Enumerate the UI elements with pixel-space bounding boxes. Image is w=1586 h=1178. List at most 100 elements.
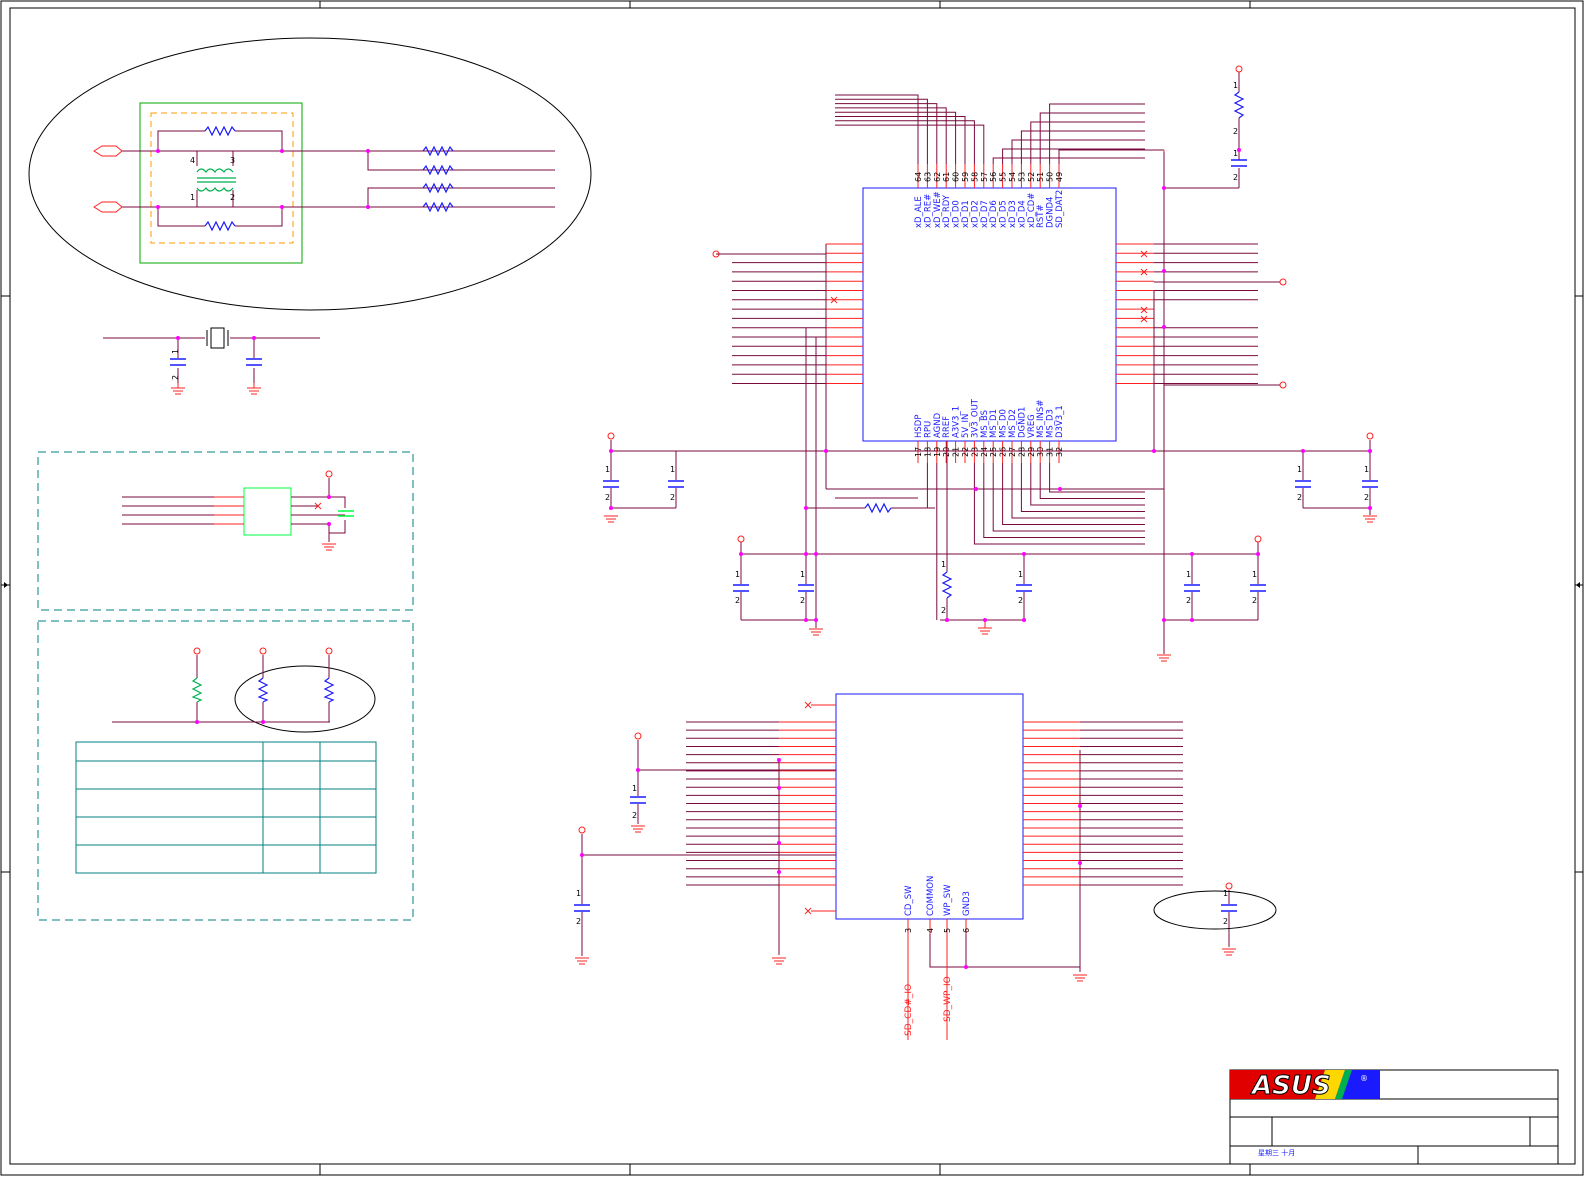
ic-bottom-pin-number: 17 <box>914 447 923 457</box>
ic-top-pin-number: 54 <box>1008 172 1017 182</box>
ic-top-bus-wire <box>835 98 928 164</box>
svg-text:1: 1 <box>1223 889 1228 898</box>
ic-top-pin-number: 59 <box>961 172 970 182</box>
svg-text:1: 1 <box>670 465 675 474</box>
decoupling-caps <box>603 159 1378 592</box>
ic-bottom-pin-name: VREG <box>1027 414 1037 438</box>
ic-top-bus-wire <box>835 116 966 164</box>
eeprom-chip <box>243 487 292 536</box>
ic-bottom-pin-number: 22 <box>961 447 970 457</box>
ic-bottom-pin-name: DGND1 <box>1017 407 1027 438</box>
zone-arrow-left <box>4 582 8 588</box>
note-ellipse-small <box>1153 890 1277 930</box>
net-label-sd-cd: SD_CD#_IO <box>904 984 914 1036</box>
ic-top-pin-number: 55 <box>999 172 1008 182</box>
note-ellipse <box>28 37 592 311</box>
ic-bottom-pin-number: 32 <box>1055 447 1064 457</box>
ic-bottom-pin-name: D3V3_1 <box>1055 405 1065 438</box>
ic-bottom-pin-number: 18 <box>923 447 932 457</box>
svg-text:2: 2 <box>800 596 805 605</box>
ic-top-pin-name: xD_D0 <box>952 200 962 228</box>
ic-top-pin-name: DGND4 <box>1046 197 1056 228</box>
controller-power-network <box>610 72 1371 654</box>
ic-bottom-bus-wire <box>1011 463 1145 519</box>
ic-bottom-bus-wire <box>891 463 928 509</box>
ic-top-pin-name: xD_D5 <box>999 200 1009 228</box>
ic-bottom-pin-number: 30 <box>1036 447 1045 457</box>
ic-top-pin-name: xD_D6 <box>989 200 999 228</box>
svg-text:2: 2 <box>1252 596 1257 605</box>
choke-outline-box <box>139 102 303 264</box>
junction-dots <box>609 148 1372 622</box>
svg-text:1: 1 <box>1364 465 1369 474</box>
svg-text:2: 2 <box>1186 596 1191 605</box>
card-reader-controller: 64xD_ALE63xD_RE#62xD_WE#61xD_RDY60xD_D05… <box>732 94 1258 620</box>
ic-top-bus-wire <box>992 157 1145 164</box>
ic-top-pin-number: 64 <box>914 172 923 182</box>
svg-text:2: 2 <box>670 493 675 502</box>
ic-top-pin-number: 51 <box>1036 172 1045 182</box>
svg-text:1: 1 <box>735 570 740 579</box>
ic-top-pin-name: xD_CD# <box>1027 193 1037 228</box>
ic-top-pin-name: xD_RDY <box>942 194 952 228</box>
svg-text:1: 1 <box>1297 465 1302 474</box>
title-block: ASUS ® 星期三 十月 <box>1229 1069 1559 1165</box>
svg-text:1: 1 <box>1186 570 1191 579</box>
ic-bottom-pin-name: MS_D0 <box>999 409 1009 438</box>
ic-top-pin-number: 56 <box>989 172 998 182</box>
ic-top-pin-name: RST# <box>1036 204 1046 228</box>
ic-top-bus-wire <box>835 120 975 164</box>
asus-logo: ASUS ® <box>1230 1070 1380 1102</box>
svg-text:2: 2 <box>171 375 180 380</box>
net-label-sd-wp: SD_WP_IO <box>943 976 953 1022</box>
svg-text:1: 1 <box>1018 570 1023 579</box>
ic-top-pin-name: SD_DAT2 <box>1055 190 1065 228</box>
svg-text:1: 1 <box>576 889 581 898</box>
svg-text:1: 1 <box>1233 149 1238 158</box>
svg-text:2: 2 <box>735 596 740 605</box>
eeprom-option-box <box>37 451 414 611</box>
svg-text:2: 2 <box>1018 596 1023 605</box>
ic-top-bus-wire <box>1030 121 1145 164</box>
svg-text:2: 2 <box>1233 173 1238 182</box>
svg-text:1: 1 <box>941 560 946 569</box>
ic-body <box>862 187 1117 442</box>
ic-bottom-pin-number: 27 <box>1008 447 1017 457</box>
ic-top-bus-wire <box>835 94 919 164</box>
logo-text: ASUS <box>1250 1071 1331 1101</box>
socket-pin-name: WP_SW <box>943 884 953 916</box>
ic-bottom-pin-number: 19 <box>933 447 942 457</box>
ic-bottom-pin-name: HSDP <box>914 415 924 438</box>
ic-bottom-pin-name: MS_BS <box>980 410 990 438</box>
power-and-ground-symbols <box>604 65 1377 662</box>
svg-text:2: 2 <box>941 606 946 615</box>
ic-bottom-pin-number: 31 <box>1046 447 1055 457</box>
ic-bottom-pin-number: 29 <box>1027 447 1036 457</box>
ic-bottom-pin-name: 3V3_OUT <box>970 398 980 438</box>
ic-bottom-pin-name: MS_D1 <box>989 409 999 438</box>
ic-bottom-bus-wire <box>1049 463 1145 493</box>
crystal-section: 12 <box>103 327 320 395</box>
svg-text:1: 1 <box>1252 570 1257 579</box>
svg-text:4: 4 <box>190 156 195 165</box>
ic-top-pin-number: 52 <box>1027 172 1036 182</box>
ic-bottom-pin-name: 5V_IN <box>961 414 971 438</box>
ic-bottom-pin-name: A3V3_1 <box>952 406 962 438</box>
ic-top-pin-number: 49 <box>1055 172 1064 182</box>
ic-top-bus-wire <box>1011 139 1145 164</box>
svg-text:3: 3 <box>230 156 235 165</box>
ic-top-pin-name: xD_D2 <box>970 200 980 228</box>
ic-bottom-pin-name: RREF <box>942 416 952 438</box>
ic-bottom-bus-wire <box>973 463 1145 545</box>
ic-bottom-pin-name: MS_D2 <box>1008 409 1018 438</box>
socket-pin-name: CD_SW <box>904 885 914 916</box>
socket-pin-number: 5 <box>943 928 952 933</box>
ic-top-pin-number: 53 <box>1017 172 1026 182</box>
svg-text:1: 1 <box>171 349 180 354</box>
ic-top-bus-wire <box>835 103 938 164</box>
svg-text:1: 1 <box>605 465 610 474</box>
